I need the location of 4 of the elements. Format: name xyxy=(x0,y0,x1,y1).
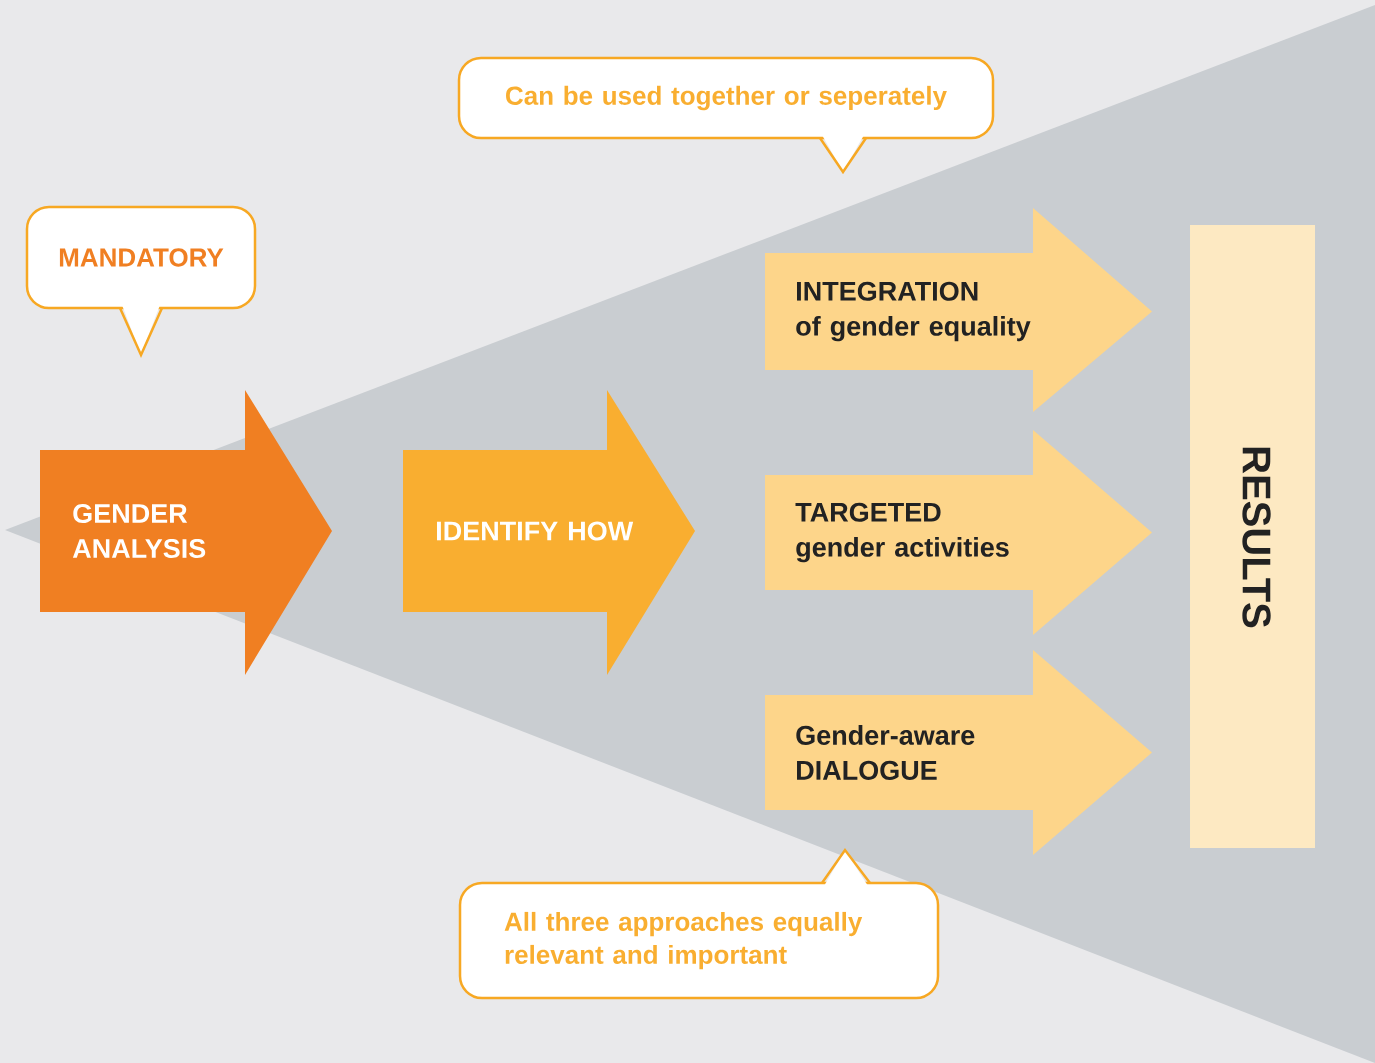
results-bar: RESULTS xyxy=(1190,225,1315,848)
speech-bubble: All three approaches equally relevant and important xyxy=(458,847,940,1000)
speech-bubble: MANDATORY xyxy=(25,205,257,359)
speech-bubble: Can be used together or seperately xyxy=(457,56,995,175)
